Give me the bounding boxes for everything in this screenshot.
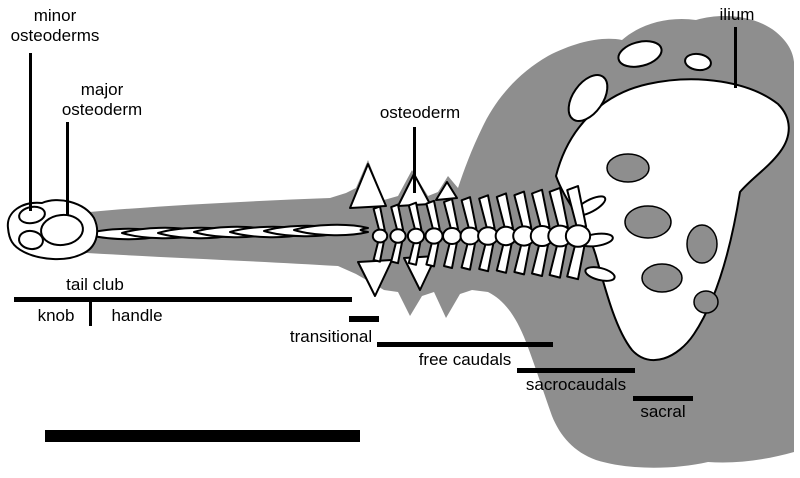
osteoderm-label: osteoderm: [379, 103, 461, 122]
pelvis-openings: [606, 153, 719, 314]
free-caudals-label: free caudals: [418, 350, 512, 369]
minor-osteoderms-label: minor osteoderms: [10, 6, 100, 46]
handle-label: handle: [111, 306, 163, 325]
ilium-leader-line: [734, 27, 737, 88]
osteoderm-leader-line: [413, 127, 416, 193]
pelvis-ilium: [555, 78, 790, 361]
major-osteoderm-label: major osteoderm: [61, 80, 143, 120]
knob-label: knob: [37, 306, 75, 325]
transitional-label: transitional: [289, 327, 373, 346]
tail-club-label: tail club: [66, 275, 124, 294]
sacral-extent-bar: [633, 396, 693, 401]
major-osteoderm-leader-line: [66, 122, 69, 215]
tail-club-knob: [6, 199, 99, 260]
sacrocaudals-extent-bar: [517, 368, 635, 373]
minor-osteoderms-leader-line: [29, 53, 32, 211]
free-caudals-extent-bar: [377, 342, 553, 347]
pelvic-osteoderms: [567, 40, 712, 122]
major-osteoderm-shape: [40, 213, 84, 247]
ilium-label: ilium: [719, 5, 755, 24]
sacral-label: sacral: [640, 402, 686, 421]
tail-club-extent-bar: [14, 297, 352, 302]
transitional-extent-bar: [349, 316, 379, 322]
scale-bar: [45, 430, 360, 442]
knob-handle-divider-tick: [89, 300, 92, 326]
sacrocaudals-label: sacrocaudals: [525, 375, 627, 394]
